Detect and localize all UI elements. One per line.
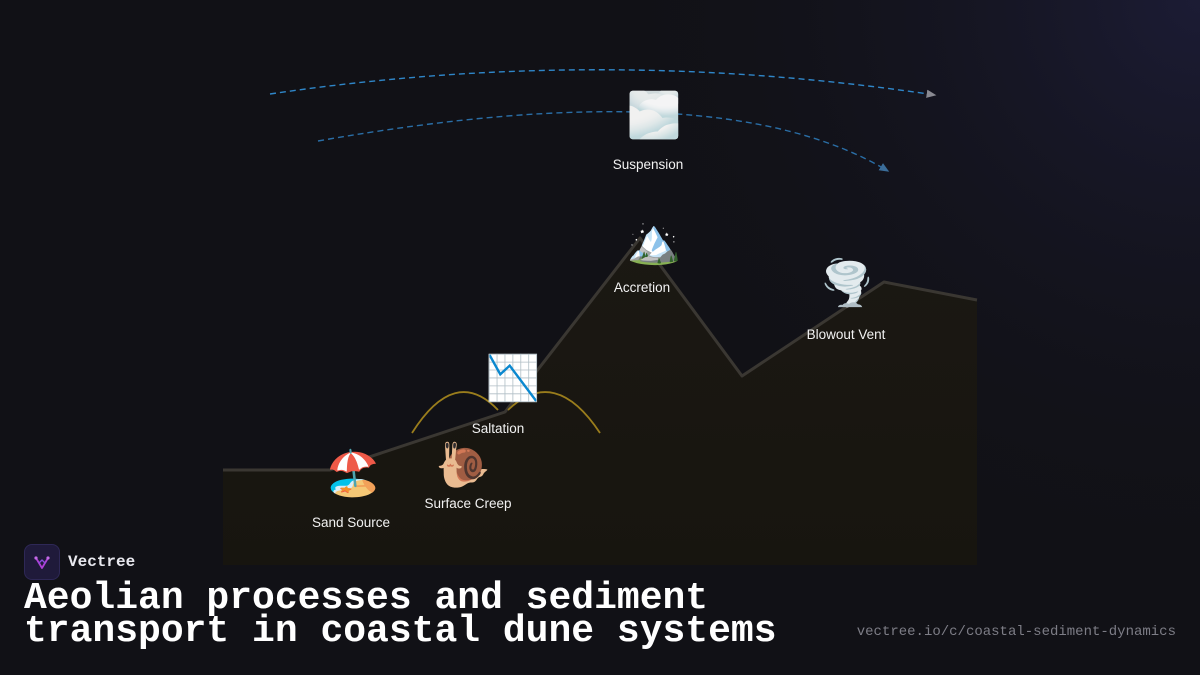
brand-name: Vectree (68, 553, 136, 571)
suspension-icon: 🌫️ (626, 90, 682, 141)
vectree-logo-icon (24, 544, 60, 580)
sand-source-label: Sand Source (311, 515, 391, 530)
blowout-vent-label: Blowout Vent (806, 327, 886, 342)
dune-crest-line (223, 236, 978, 472)
saltation-arc-right (507, 391, 601, 434)
surface-creep-label: Surface Creep (424, 496, 512, 511)
saltation-icon: 📉 (485, 353, 541, 404)
dune-terrain (223, 238, 977, 565)
suspension-arc-outer (269, 69, 937, 98)
sand-source-icon: 🏖️ (325, 448, 381, 499)
suspension-label: Suspension (612, 157, 684, 172)
brand: Vectree (24, 544, 135, 580)
page-title: Aeolian processes and sediment transport… (24, 577, 777, 653)
surface-creep-icon: 🐌 (435, 440, 491, 491)
accretion-label: Accretion (613, 280, 671, 295)
saltation-arc-left (411, 391, 499, 434)
source-url: vectree.io/c/coastal-sediment-dynamics (856, 624, 1176, 640)
blowout-vent-icon: 🌪️ (819, 258, 875, 309)
accretion-icon: 🏔️ (626, 216, 682, 267)
saltation-label: Saltation (471, 421, 525, 436)
suspension-arc-inner (317, 111, 890, 172)
